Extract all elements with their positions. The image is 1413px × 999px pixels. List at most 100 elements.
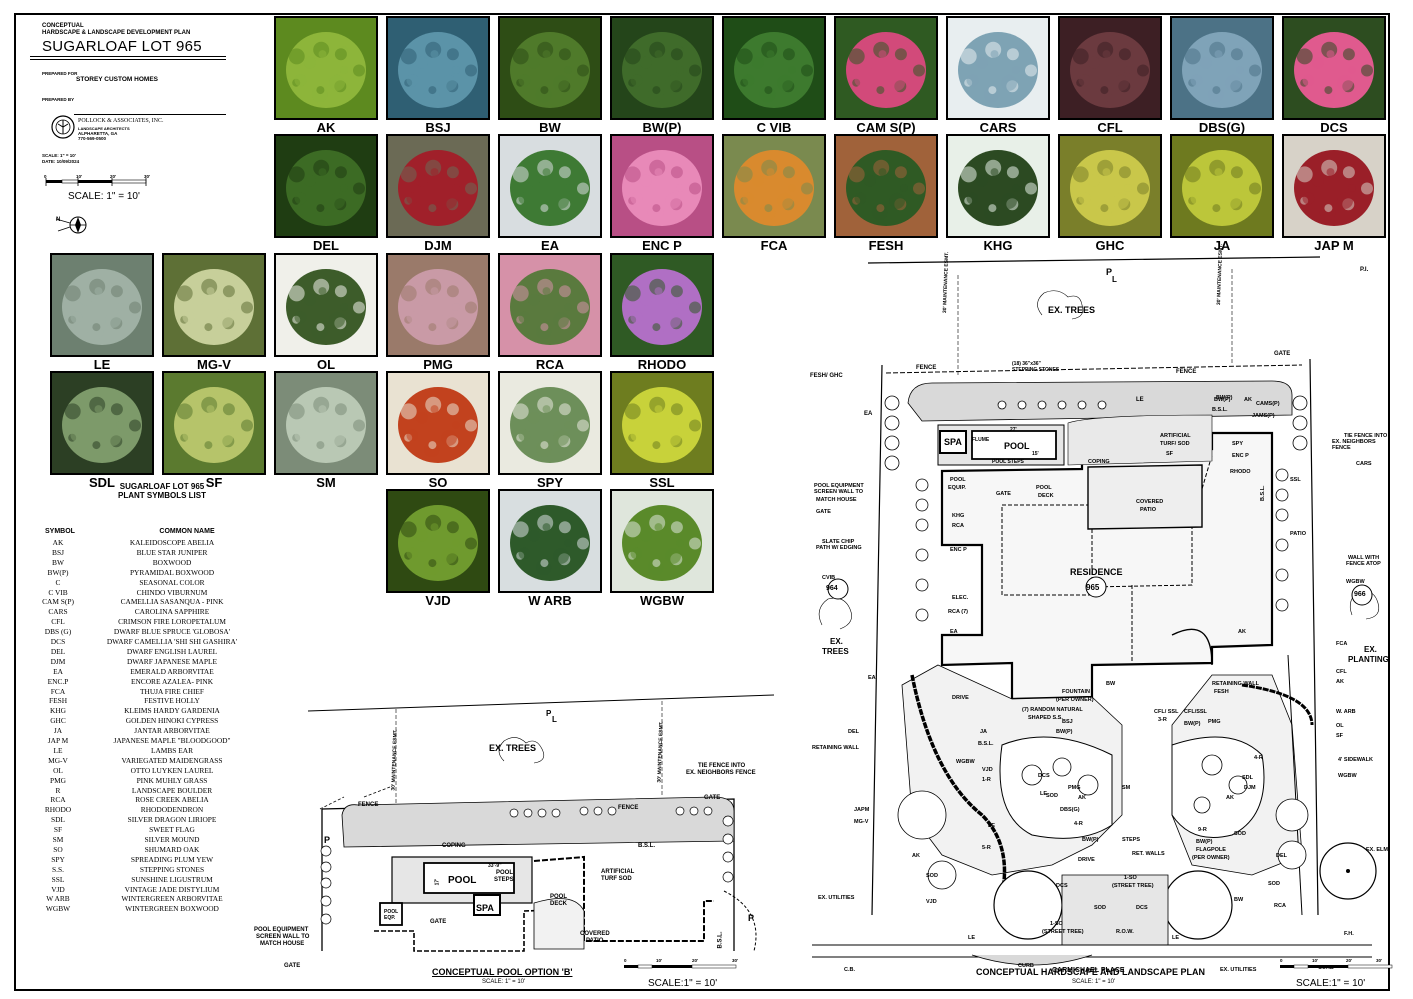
- plan-label-jа: JA: [980, 729, 988, 735]
- plant-list-symbol: RCA: [50, 795, 66, 805]
- plan-label-r5: 5-R: [982, 845, 991, 851]
- pool-covered: COVERED: [580, 931, 610, 937]
- plant-code-label: AK: [316, 120, 336, 135]
- plan-label-fence-l: FENCE: [916, 365, 937, 371]
- plant-code-label: VJD: [425, 593, 451, 608]
- plan-label-wall2: FENCE ATOP: [1346, 561, 1381, 567]
- pool-pl: P: [546, 709, 552, 718]
- plan-label-bwp-c2: BW(P): [1184, 721, 1201, 727]
- plant-code-label: DCS: [1320, 120, 1348, 135]
- plant-list-common-name: VINTAGE JADE DISTYLIUM: [124, 884, 220, 894]
- plant-photo-vjd: [386, 489, 490, 593]
- firm-city: ALPHARETTA, GA: [78, 131, 118, 136]
- plan-label-pmg: PMG: [1208, 719, 1221, 725]
- plan-label-ssl: SSL: [1290, 477, 1301, 483]
- firm-sub: LANDSCAPE ARCHITECTS: [78, 126, 130, 131]
- plant-photo-cam-s-p-: [834, 16, 938, 120]
- plan-label-sod-r: SOD: [1234, 831, 1246, 837]
- plant-photo-le: [50, 253, 154, 357]
- plan-label-patio-r: PATIO: [1290, 531, 1306, 537]
- pool-equip-2: SCREEN WALL TO: [256, 934, 310, 940]
- plan-label-cb: C.B.: [844, 967, 855, 973]
- plan-label-so-1b: (STREET TREE): [1112, 883, 1154, 889]
- plant-code-label: BW: [539, 120, 561, 135]
- plant-photo-so: [386, 371, 490, 475]
- plant-list-common-name: SILVER MOUND: [144, 835, 200, 844]
- plan-label-le-b: LE: [968, 935, 976, 941]
- plant-photo-cars: [946, 16, 1050, 120]
- main-scale-tick-30: 30': [1376, 958, 1383, 963]
- plan-label-fesh-ghc: FESH/ GHC: [810, 373, 843, 379]
- pool-dim-length: 33'-9": [488, 863, 502, 869]
- plan-label-steps: STEPS: [1122, 837, 1141, 843]
- plan-label-wall1: WALL WITH: [1348, 555, 1380, 561]
- plant-photo-w-arb: [498, 489, 602, 593]
- plant-list-common-name: DWARF BLUE SPRUCE 'GLOBOSA': [113, 627, 231, 637]
- plan-label-covered-b: PATIO: [1140, 507, 1156, 513]
- plan-label-covered-a: COVERED: [1136, 499, 1164, 505]
- plant-list-common-name: SPREADING PLUM YEW: [130, 854, 214, 864]
- plan-label-ex-trees-l1: EX.: [830, 637, 843, 646]
- pool-equip-1: POOL EQUIPMENT: [254, 927, 309, 933]
- plan-label-bwp-s: BW(P): [1082, 837, 1099, 843]
- plant-code-label: EA: [540, 238, 560, 253]
- plant-list-row: SPY SPREADING PLUM YEW: [24, 855, 264, 865]
- plan-label-sf: SF: [1166, 451, 1174, 457]
- plant-list-common-name: STEPPING STONES: [139, 864, 205, 874]
- plant-list-common-name: DWARF CAMELLIA 'SHI SHI GASHIRA': [106, 637, 238, 646]
- plant-code-label: SO: [428, 475, 448, 490]
- plant-code-label: RHODO: [637, 357, 687, 372]
- scale-tick-20: 20': [110, 174, 117, 179]
- plant-list-common-name: BOXWOOD: [152, 557, 192, 567]
- plant-code-label: W ARB: [528, 593, 572, 608]
- plant-code-label: CAM S(P): [856, 120, 916, 135]
- pool-gate-bottom: GATE: [284, 963, 301, 969]
- plant-list-common-name: JANTAR ARBORVITAE: [134, 726, 210, 736]
- plant-photo-del: [274, 134, 378, 238]
- plan-label-retwall-r: RETAINING WALL: [1212, 681, 1259, 687]
- plant-list-symbol: SPY: [51, 854, 65, 864]
- plant-list-symbol: FCA: [50, 686, 66, 696]
- plan-label-ak-top: AK: [1244, 397, 1252, 403]
- main-scale-tick-10: 10': [1312, 958, 1319, 963]
- plant-list-common-name: LANDSCAPE BOULDER: [131, 785, 213, 795]
- plan-label-fca: FCA: [1336, 641, 1348, 647]
- plan-label-ak-l: AK: [912, 853, 920, 859]
- plant-list-row: CAM S(P)CAMELLIA SASANQUA - PINK: [24, 597, 264, 607]
- plant-photo-bw-p-: [610, 16, 714, 120]
- main-plan-scale-small: SCALE: 1" = 10': [1072, 979, 1116, 985]
- plant-code-label: KHG: [983, 238, 1013, 253]
- plan-label-wgbw-r: WGBW: [1346, 579, 1365, 585]
- plant-list-symbol: SM: [52, 835, 64, 844]
- plan-label-wgbw-r2: WGBW: [1338, 773, 1357, 779]
- plant-code-label: JA: [1213, 238, 1231, 253]
- plant-code-label: CARS: [979, 120, 1017, 135]
- pool-gate-mid: GATE: [430, 919, 447, 925]
- plant-list-common-name: JAPANESE MAPLE "BLOODGOOD": [113, 736, 231, 745]
- plan-label-elec: ELEC.: [952, 595, 969, 601]
- plant-list-common-name: CAMELLIA SASANQUA - PINK: [120, 597, 224, 607]
- plan-label-retwall-l: RETAINING WALL: [812, 745, 859, 751]
- plan-label-ak-r2: AK: [1336, 679, 1344, 685]
- plant-list-symbol: BW(P): [47, 567, 69, 577]
- plan-label-ex-planting2: PLANTING: [1348, 655, 1389, 664]
- plan-label-random1: (7) RANDOM NATURAL: [1022, 707, 1083, 713]
- plant-list-symbol: VJD: [51, 884, 65, 894]
- plant-code-label: WGBW: [639, 593, 685, 608]
- plant-list-symbol: BSJ: [52, 547, 64, 557]
- plan-label-ak-c2: AK: [1226, 795, 1234, 801]
- plant-list-common-name: WINTERGREEN ARBORVITAE: [121, 894, 223, 904]
- plant-code-label: JAP M: [1314, 238, 1354, 253]
- plant-list-common-name: WINTERGREEN BOXWOOD: [125, 904, 219, 914]
